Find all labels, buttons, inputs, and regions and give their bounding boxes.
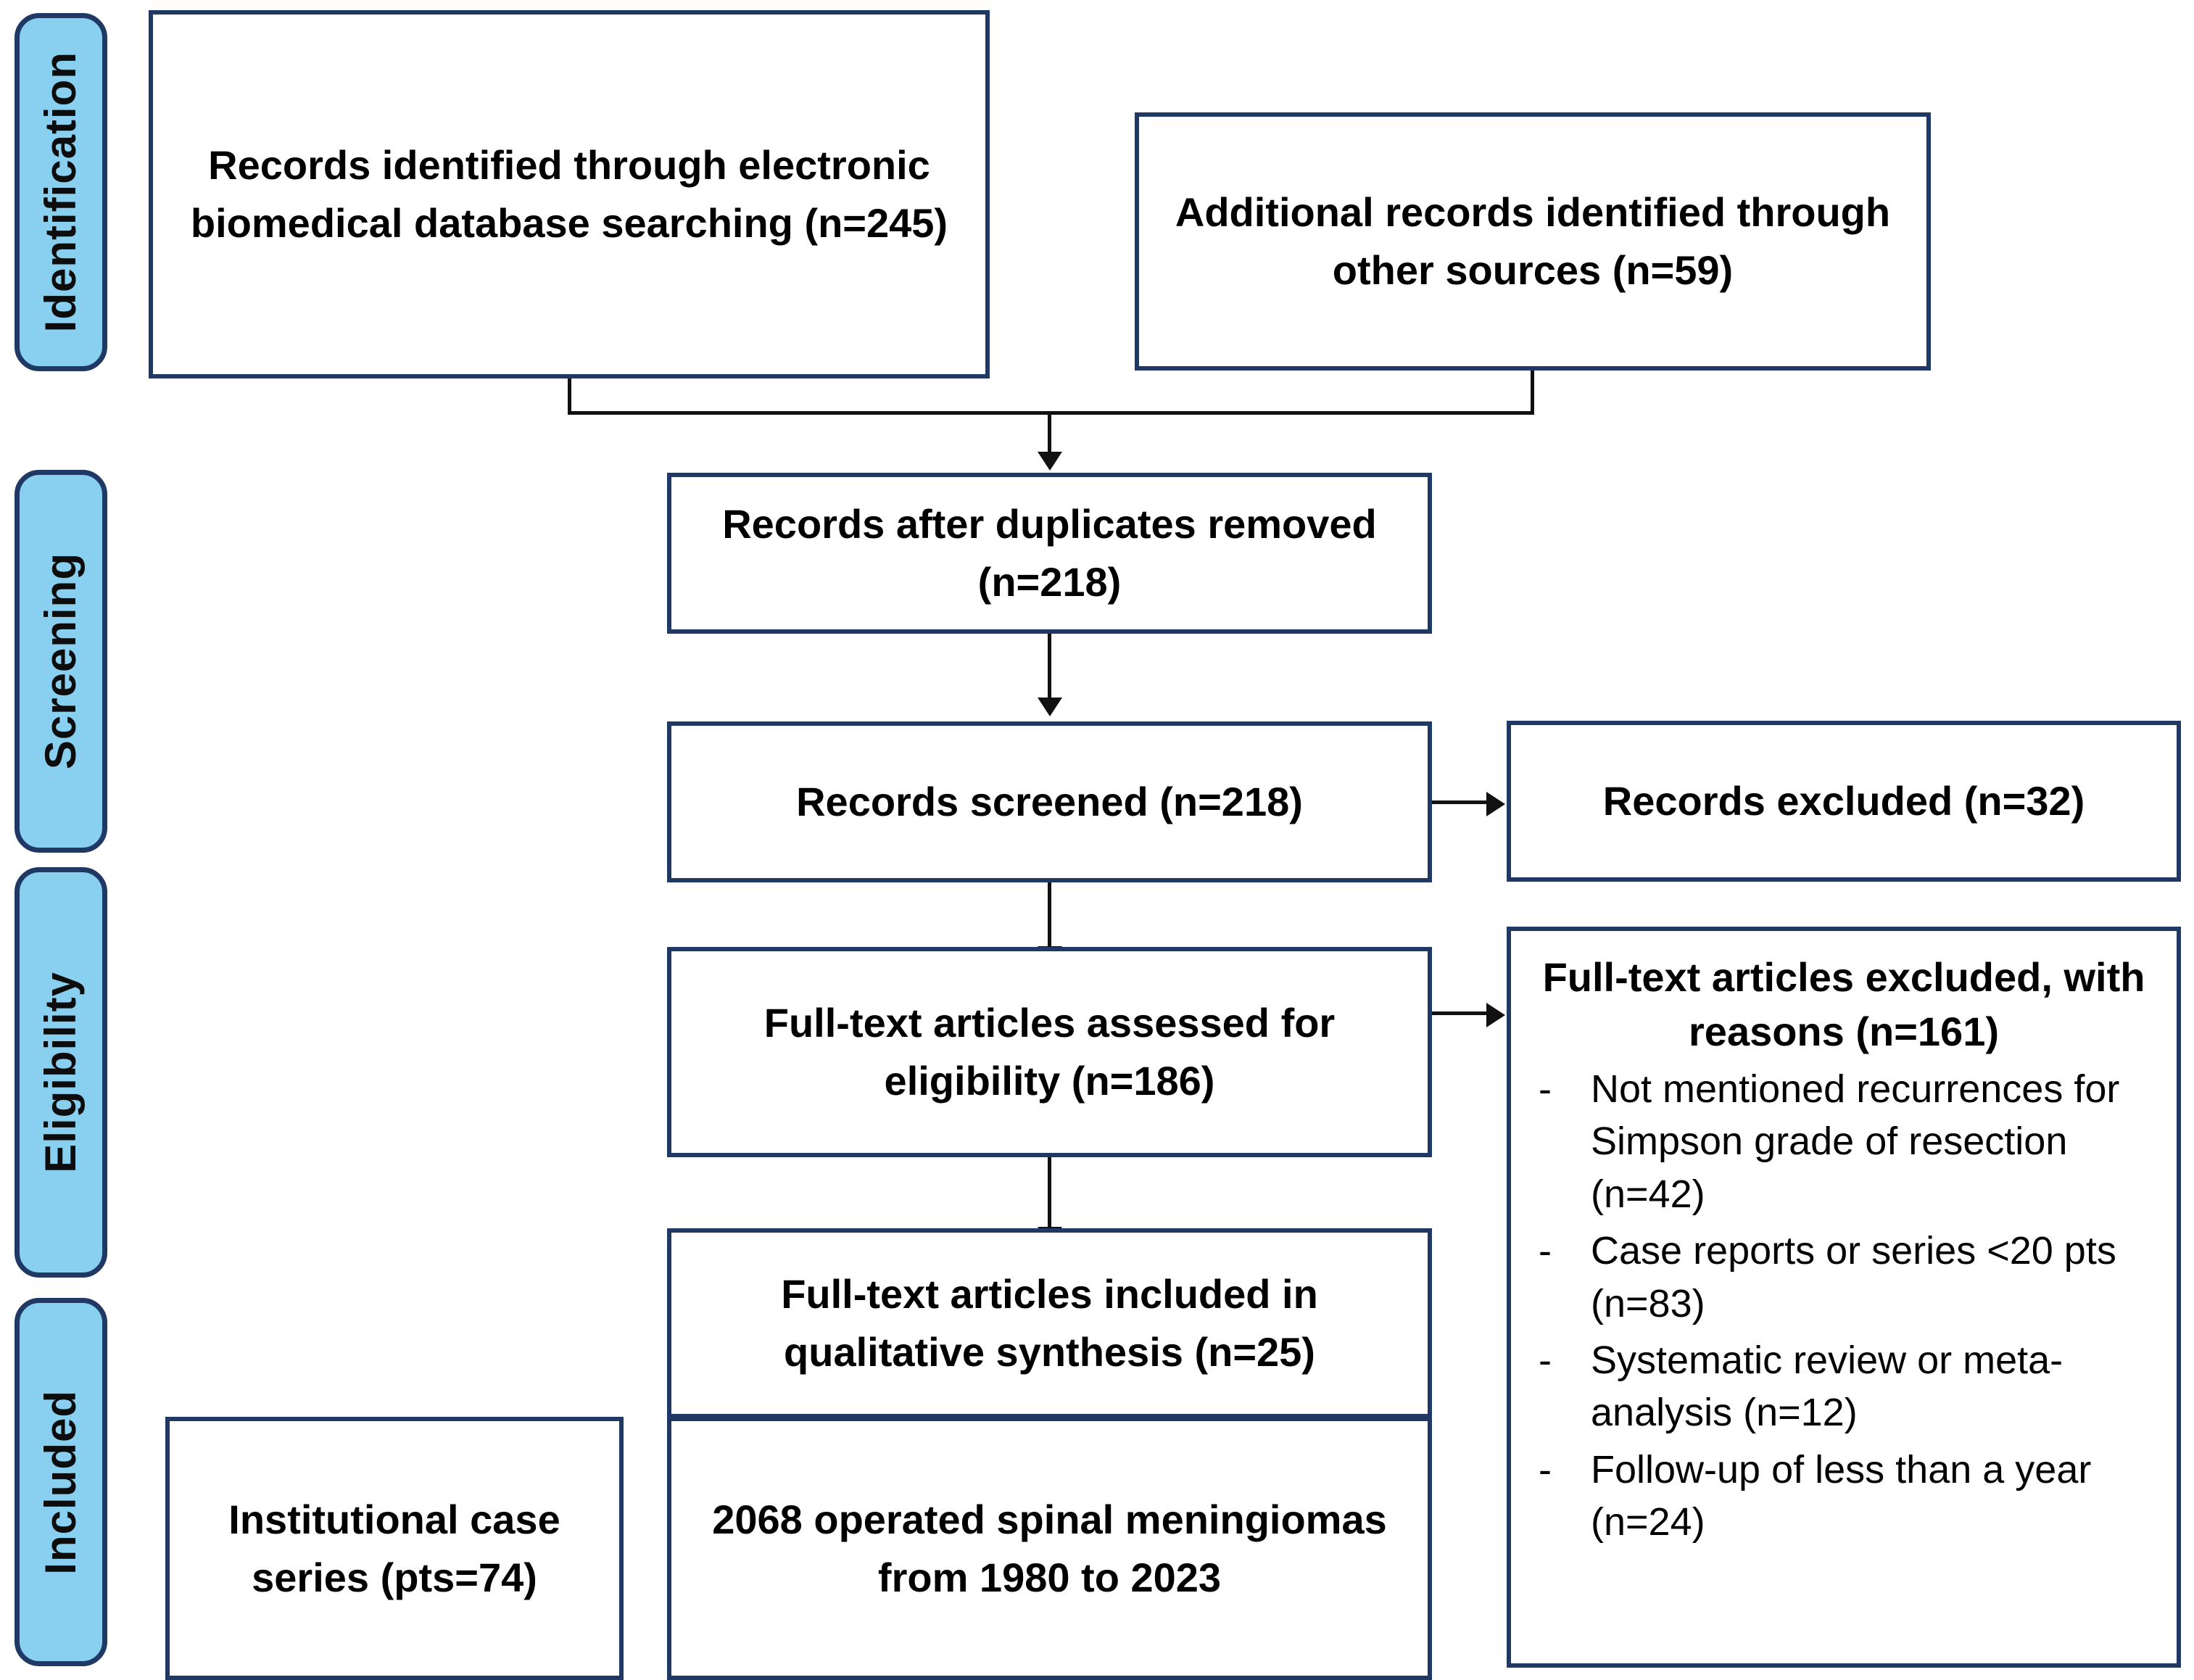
stage-label-screening: Screening xyxy=(36,553,85,770)
box-records-after-duplicates-text: Records after duplicates removed (n=218) xyxy=(722,501,1377,605)
stage-label-included: Included xyxy=(36,1389,85,1575)
bullet-dash-icon: - xyxy=(1539,1067,1552,1112)
box-fulltext-assessed-text: Full-text articles assessed for eligibil… xyxy=(763,1000,1336,1104)
fulltext-excluded-reason-list: - Not mentioned recurrences for Simpson … xyxy=(1527,1063,2161,1548)
box-fulltext-included[interactable]: Full-text articles included in qualitati… xyxy=(667,1228,1432,1418)
stage-tab-screening[interactable]: Screening xyxy=(15,470,107,853)
list-item: - Case reports or series <20 pts (n=83) xyxy=(1527,1225,2161,1330)
connector-screened-to-assessed xyxy=(1048,882,1051,949)
box-records-screened[interactable]: Records screened (n=218) xyxy=(667,721,1432,882)
stage-label-eligibility: Eligibility xyxy=(36,972,85,1173)
arrowhead-to-records-excluded xyxy=(1486,792,1505,816)
fulltext-excluded-title: Full-text articles excluded, with reason… xyxy=(1542,954,2145,1055)
connector-stem-left xyxy=(568,378,571,411)
connector-duplicates-to-screened xyxy=(1048,634,1051,700)
arrowhead-to-after-duplicates xyxy=(1038,452,1062,471)
bullet-dash-icon: - xyxy=(1539,1338,1552,1382)
box-final-cohort[interactable]: 2068 operated spinal meningiomas from 19… xyxy=(667,1417,1432,1680)
list-item-label: Follow-up of less than a year (n=24) xyxy=(1591,1447,2092,1544)
list-item-label: Not mentioned recurrences for Simpson gr… xyxy=(1591,1067,2120,1216)
bullet-dash-icon: - xyxy=(1539,1447,1552,1491)
connector-assessed-to-included xyxy=(1048,1157,1051,1230)
list-item: - Not mentioned recurrences for Simpson … xyxy=(1527,1063,2161,1220)
arrowhead-to-fulltext-excluded xyxy=(1486,1003,1505,1027)
list-item: - Systematic review or meta-analysis (n=… xyxy=(1527,1334,2161,1439)
box-records-identified-database-text: Records identified through electronic bi… xyxy=(190,142,948,246)
box-additional-records[interactable]: Additional records identified through ot… xyxy=(1135,112,1931,371)
box-final-cohort-text: 2068 operated spinal meningiomas from 19… xyxy=(712,1496,1387,1600)
stage-tab-included[interactable]: Included xyxy=(15,1298,107,1666)
arrowhead-to-records-screened xyxy=(1038,698,1062,716)
box-fulltext-assessed[interactable]: Full-text articles assessed for eligibil… xyxy=(667,947,1432,1157)
box-institutional-case-series-text: Institutional case series (pts=74) xyxy=(228,1496,560,1600)
list-item: - Follow-up of less than a year (n=24) xyxy=(1527,1444,2161,1549)
connector-merge-down xyxy=(1048,411,1051,455)
connector-screened-to-excluded xyxy=(1432,800,1489,804)
box-records-excluded-text: Records excluded (n=32) xyxy=(1602,778,2085,824)
connector-stem-right xyxy=(1531,371,1534,411)
bullet-dash-icon: - xyxy=(1539,1229,1552,1273)
box-records-after-duplicates[interactable]: Records after duplicates removed (n=218) xyxy=(667,473,1432,634)
box-records-excluded[interactable]: Records excluded (n=32) xyxy=(1507,721,2181,882)
box-institutional-case-series[interactable]: Institutional case series (pts=74) xyxy=(165,1417,624,1680)
stage-label-identification: Identification xyxy=(36,51,85,333)
box-fulltext-excluded-reasons[interactable]: Full-text articles excluded, with reason… xyxy=(1507,927,2181,1668)
stage-tab-identification[interactable]: Identification xyxy=(15,13,107,371)
box-records-identified-database[interactable]: Records identified through electronic bi… xyxy=(149,10,990,378)
box-fulltext-included-text: Full-text articles included in qualitati… xyxy=(781,1271,1318,1375)
box-records-screened-text: Records screened (n=218) xyxy=(796,779,1303,825)
list-item-label: Systematic review or meta-analysis (n=12… xyxy=(1591,1338,2063,1435)
connector-assessed-to-excluded-reasons xyxy=(1432,1011,1489,1015)
box-additional-records-text: Additional records identified through ot… xyxy=(1175,189,1891,293)
stage-tab-eligibility[interactable]: Eligibility xyxy=(15,867,107,1278)
list-item-label: Case reports or series <20 pts (n=83) xyxy=(1591,1229,2116,1325)
